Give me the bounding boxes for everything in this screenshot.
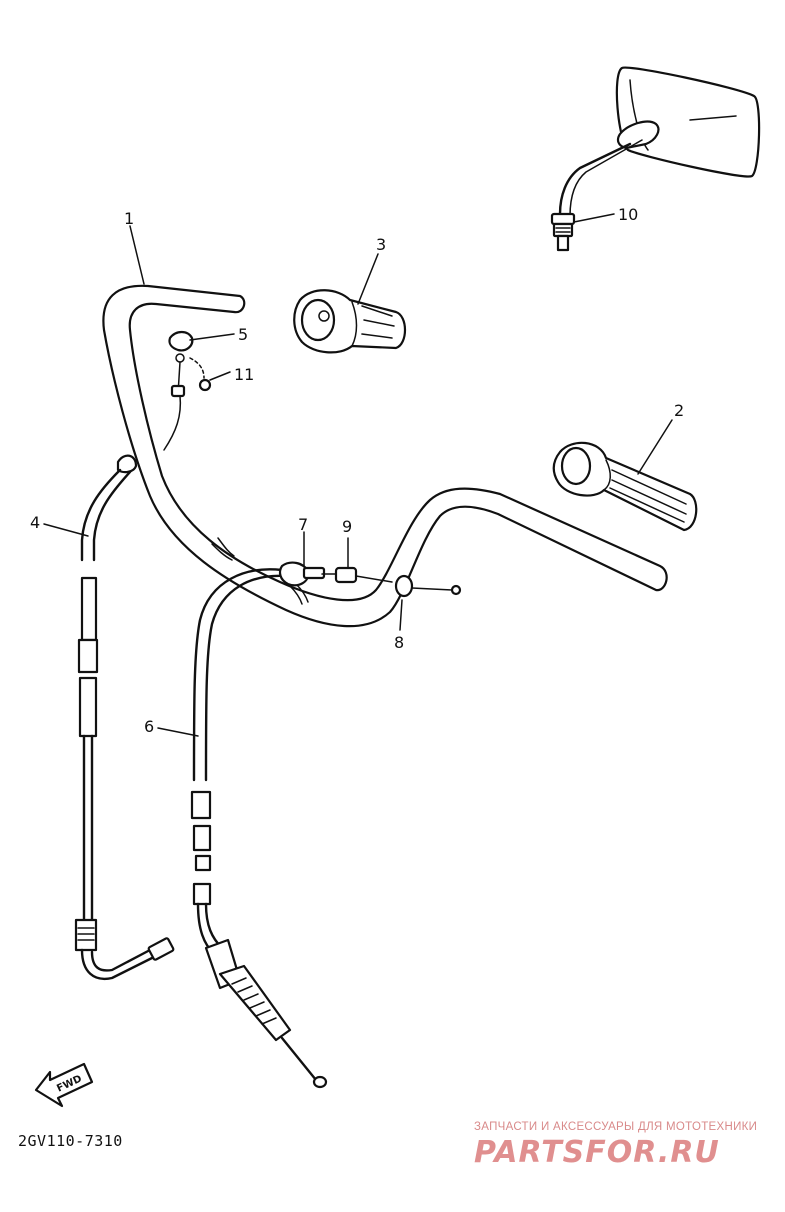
callout-11: 11 <box>234 365 254 384</box>
seal-washer[interactable] <box>394 574 462 598</box>
forward-arrow-icon: FWD <box>34 1062 94 1108</box>
rear-mirror[interactable] <box>550 66 761 252</box>
callout-2: 2 <box>674 401 684 420</box>
left-grip[interactable] <box>293 289 407 354</box>
leader-lines <box>43 213 673 737</box>
callout-4: 4 <box>30 513 40 532</box>
throttle-cable[interactable] <box>190 568 328 1089</box>
callout-5: 5 <box>238 325 248 344</box>
callout-9: 9 <box>342 517 352 536</box>
diagram-code: 2GV110-7310 <box>18 1132 123 1150</box>
callout-1: 1 <box>124 209 134 228</box>
watermark-logo: PARTSFOR.RU <box>474 1135 720 1170</box>
cable-adjuster[interactable] <box>278 561 326 587</box>
adjuster-nut[interactable] <box>321 566 393 584</box>
clutch-cable[interactable] <box>74 454 175 981</box>
screw[interactable] <box>198 378 212 392</box>
watermark-tagline: ЗАПЧАСТИ И АКСЕССУАРЫ ДЛЯ МОТОТЕХНИКИ <box>474 1121 757 1133</box>
callout-7: 7 <box>298 515 308 534</box>
callout-10: 10 <box>618 205 638 224</box>
callout-8: 8 <box>394 633 404 652</box>
lever-holder[interactable] <box>163 330 205 451</box>
callout-6: 6 <box>144 717 154 736</box>
watermark: ЗАПЧАСТИ И АКСЕССУАРЫ ДЛЯ МОТОТЕХНИКИ PA… <box>474 1121 757 1170</box>
callout-3: 3 <box>376 235 386 254</box>
right-grip[interactable] <box>552 441 698 532</box>
